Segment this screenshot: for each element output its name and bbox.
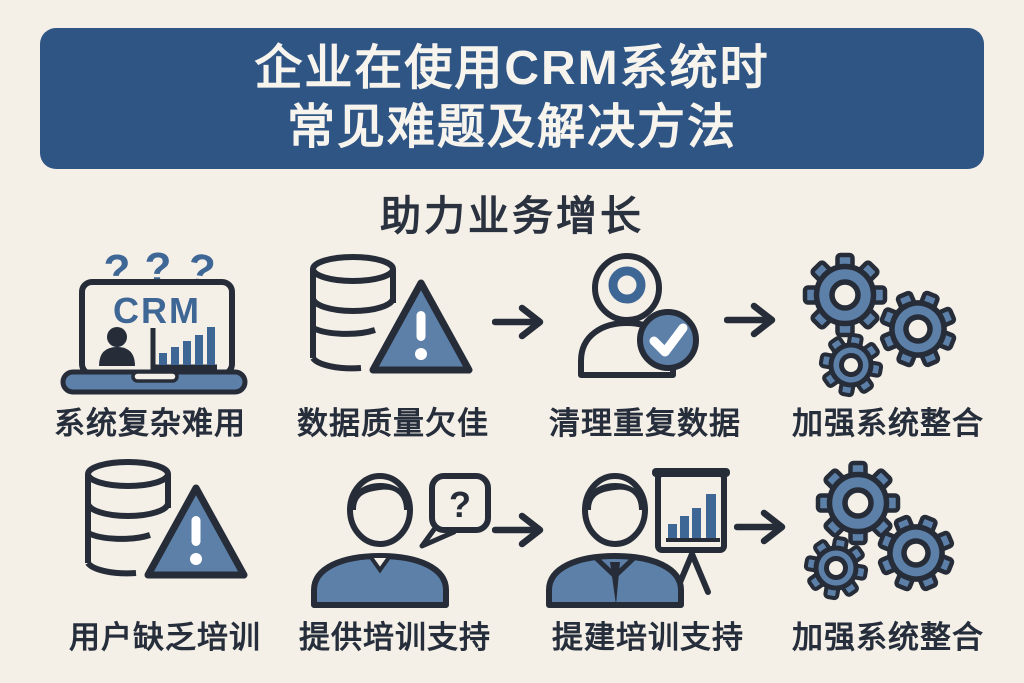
header-title-line2: 常见难题及解决方法: [286, 100, 737, 154]
item-label: 用户缺乏培训: [69, 620, 261, 655]
gear-large: [815, 460, 901, 546]
chart-axis: [150, 328, 217, 370]
gear-medium: [877, 514, 955, 592]
gear-medium: [879, 290, 957, 368]
database-warning-icon: [310, 254, 473, 374]
trainer-presentation-icon: [546, 468, 730, 608]
speech-bubble: [429, 473, 491, 533]
gear-small: [818, 332, 884, 398]
user-question-icon: ?: [311, 473, 491, 608]
arrow-right-icon: [492, 304, 544, 340]
item-label: 加强系统整合: [792, 620, 984, 655]
header-title-line1: 企业在使用CRM系统时: [254, 41, 770, 95]
user-head-outline: [592, 253, 662, 323]
tie: [610, 562, 620, 605]
question-mark-icon: ?: [185, 244, 218, 296]
subtitle: 助力业务增长: [380, 193, 644, 239]
exclamation-bar: [416, 311, 426, 341]
gear-large: [802, 252, 888, 338]
laptop-notch: [131, 370, 179, 383]
person-hair: [584, 483, 646, 510]
database-cylinder: [85, 459, 171, 577]
exclamation-dot: [415, 348, 427, 360]
question-mark-icon: ?: [104, 246, 131, 295]
item-label: 加强系统整合: [792, 406, 984, 441]
user-check-icon: [578, 253, 699, 378]
board-chart-bars: [668, 494, 716, 538]
database-cylinder: [310, 254, 396, 372]
user-silhouette-body: [99, 347, 135, 366]
database-warning-icon: [85, 459, 248, 579]
exclamation-bar: [191, 516, 201, 546]
bubble-question-mark: ?: [449, 484, 471, 525]
arrow-right-icon: [492, 512, 544, 548]
item-label: 提供培训支持: [299, 620, 491, 655]
user-face-ring: [608, 266, 646, 304]
user-silhouette-head: [107, 327, 127, 347]
gears-icon: [802, 252, 957, 398]
crm-label: CRM: [113, 290, 201, 331]
check-circle: [637, 309, 699, 371]
header-banner: 企业在使用CRM系统时 常见难题及解决方法: [40, 28, 984, 169]
person-hair: [349, 483, 411, 510]
crm-laptop-icon: ? ? ? CRM: [60, 244, 248, 395]
arrow-right-icon: [734, 509, 786, 545]
chart-bars: [159, 327, 215, 365]
gear-small: [803, 535, 869, 601]
item-label: 清理重复数据: [549, 406, 741, 441]
exclamation-dot: [190, 553, 202, 565]
person-collar: [366, 554, 394, 574]
gears-icon: [803, 460, 955, 601]
item-label: 提建培训支持: [552, 620, 744, 655]
check-mark: [649, 323, 688, 357]
arrow-right-icon: [724, 302, 776, 338]
item-label: 数据质量欠佳: [297, 406, 489, 441]
item-label: 系统复杂难用: [54, 406, 246, 441]
question-mark-icon: ?: [145, 244, 172, 293]
